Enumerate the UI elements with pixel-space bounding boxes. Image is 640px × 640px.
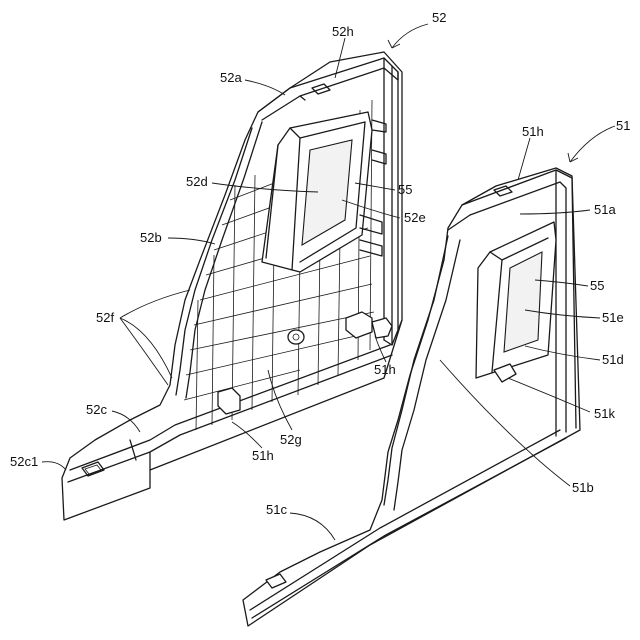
label-52c: 52c xyxy=(86,402,107,417)
label-51d: 51d xyxy=(602,352,624,367)
label-52h: 52h xyxy=(332,24,354,39)
label-52a: 52a xyxy=(220,70,242,85)
label-52f: 52f xyxy=(96,310,114,325)
label-52d: 52d xyxy=(186,174,208,189)
label-51h-left: 51h xyxy=(252,448,274,463)
label-51k: 51k xyxy=(594,406,615,421)
part-52 xyxy=(62,52,402,520)
label-51b: 51b xyxy=(572,480,594,495)
label-52e: 52e xyxy=(404,210,426,225)
label-52g: 52g xyxy=(280,432,302,447)
label-51a: 51a xyxy=(594,202,616,217)
label-51: 51 xyxy=(616,118,630,133)
label-52: 52 xyxy=(432,10,446,25)
label-51c: 51c xyxy=(266,502,287,517)
label-51h-top: 51h xyxy=(522,124,544,139)
label-51e: 51e xyxy=(602,310,624,325)
label-52c1: 52c1 xyxy=(10,454,38,469)
label-51h-mid: 51h xyxy=(374,362,396,377)
label-55-left: 55 xyxy=(398,182,412,197)
label-55-right: 55 xyxy=(590,278,604,293)
label-52b: 52b xyxy=(140,230,162,245)
